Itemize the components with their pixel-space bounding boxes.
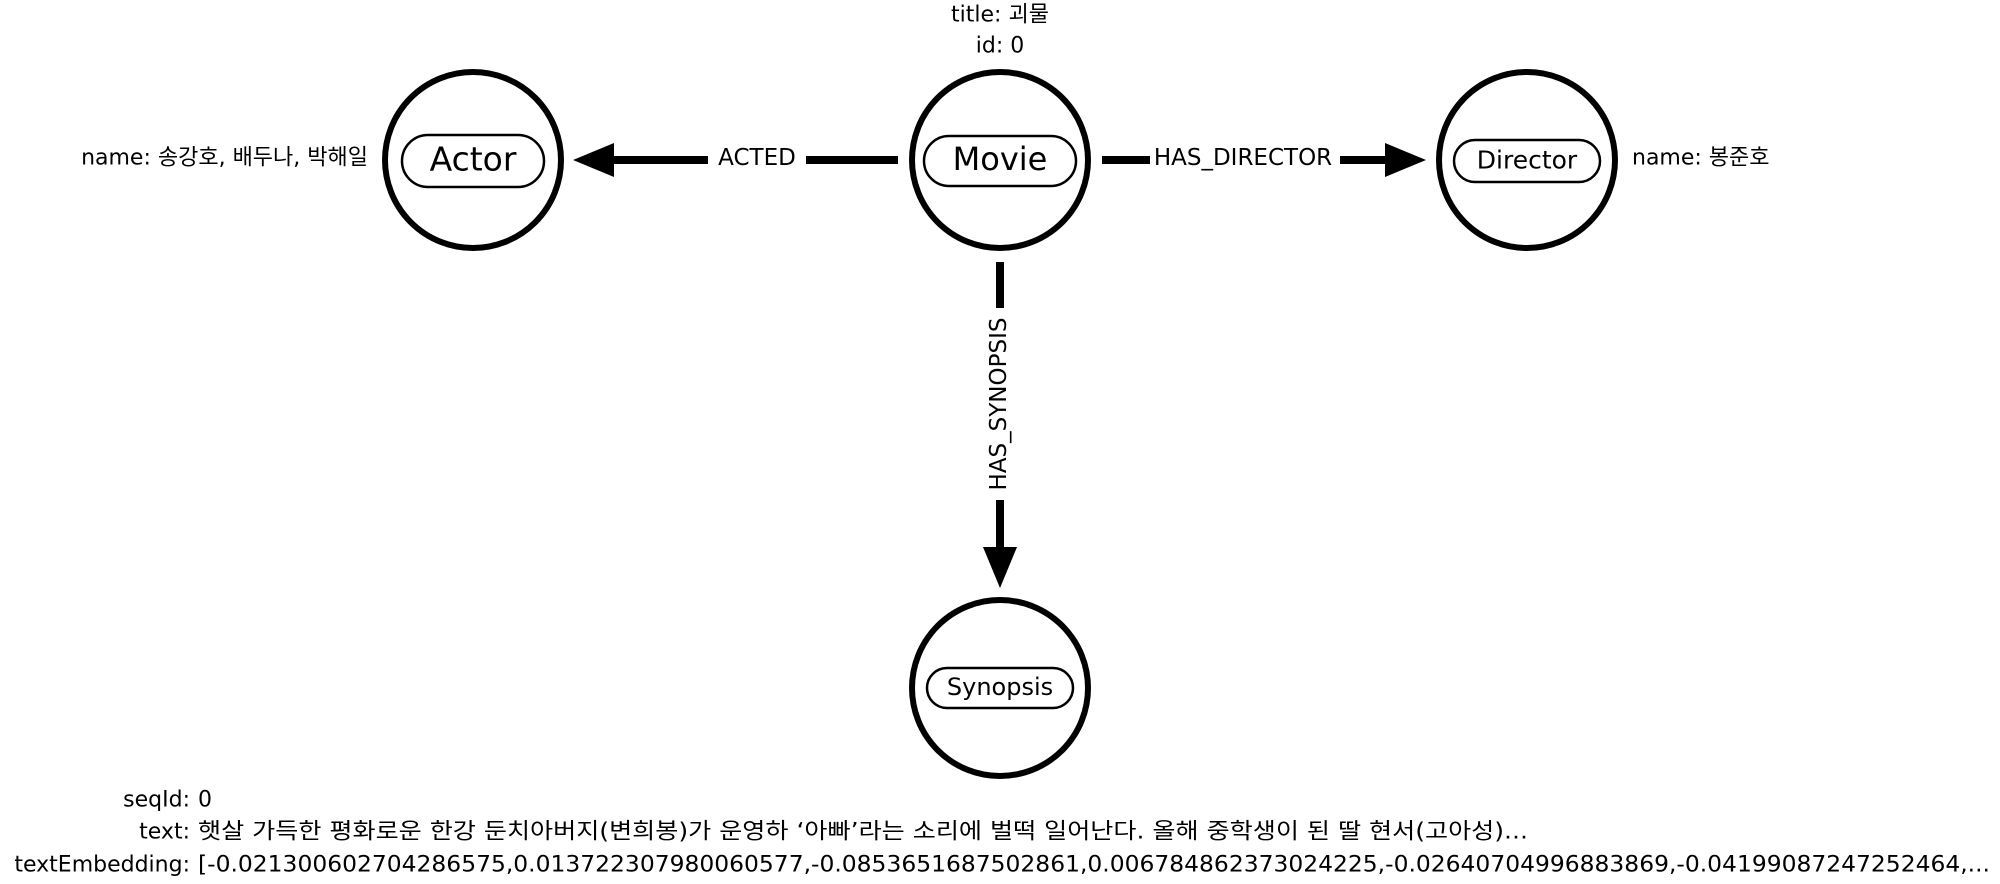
actor-prop-name: name: 송강호, 배두나, 박해일 bbox=[81, 146, 368, 171]
node-director-label: Director bbox=[1477, 146, 1578, 175]
edge-acted: ACTED bbox=[573, 143, 898, 177]
node-director-pill bbox=[1452, 138, 1602, 184]
edge-has-director-arrowhead bbox=[1385, 143, 1426, 177]
synopsis-prop-text-key: text: bbox=[139, 820, 190, 845]
node-movie-label: Movie bbox=[953, 140, 1048, 178]
node-actor-label: Actor bbox=[430, 140, 517, 179]
node-director[interactable]: Director bbox=[1436, 69, 1618, 251]
edge-has-synopsis-arrowhead bbox=[983, 547, 1017, 588]
synopsis-prop-embedding-key: textEmbedding: bbox=[14, 853, 190, 878]
node-synopsis[interactable]: Synopsis bbox=[909, 597, 1091, 779]
edge-has-director: HAS_DIRECTOR bbox=[1102, 143, 1426, 177]
director-prop-name: name: 봉준호 bbox=[1632, 146, 1770, 171]
edge-acted-arrowhead bbox=[573, 143, 614, 177]
synopsis-prop-seqid-value: 0 bbox=[198, 788, 212, 813]
synopsis-props: seqId: 0 text: 햇살 가득한 평화로운 한강 둔치아버지(변희봉)… bbox=[14, 788, 1990, 878]
node-movie-pill bbox=[922, 134, 1078, 188]
node-actor-pill bbox=[400, 133, 546, 189]
synopsis-prop-text-value: 햇살 가득한 평화로운 한강 둔치아버지(변희봉)가 운영하 ‘아빠’라는 소리… bbox=[198, 820, 1528, 845]
edge-has-synopsis: HAS_SYNOPSIS bbox=[983, 262, 1017, 588]
synopsis-prop-seqid-key: seqId: bbox=[123, 788, 190, 813]
edge-acted-label: ACTED bbox=[718, 145, 796, 171]
node-synopsis-pill bbox=[925, 666, 1075, 710]
node-movie[interactable]: Movie bbox=[909, 69, 1091, 251]
node-actor[interactable]: Actor bbox=[382, 69, 564, 251]
movie-prop-id: id: 0 bbox=[976, 34, 1024, 59]
edge-has-synopsis-label: HAS_SYNOPSIS bbox=[986, 318, 1012, 491]
synopsis-prop-embedding-value: [-0.021300602704286575,0.013722307980060… bbox=[198, 853, 1990, 878]
node-synopsis-label: Synopsis bbox=[947, 673, 1053, 701]
edge-has-director-label: HAS_DIRECTOR bbox=[1154, 145, 1332, 171]
movie-prop-title: title: 괴물 bbox=[951, 3, 1049, 28]
